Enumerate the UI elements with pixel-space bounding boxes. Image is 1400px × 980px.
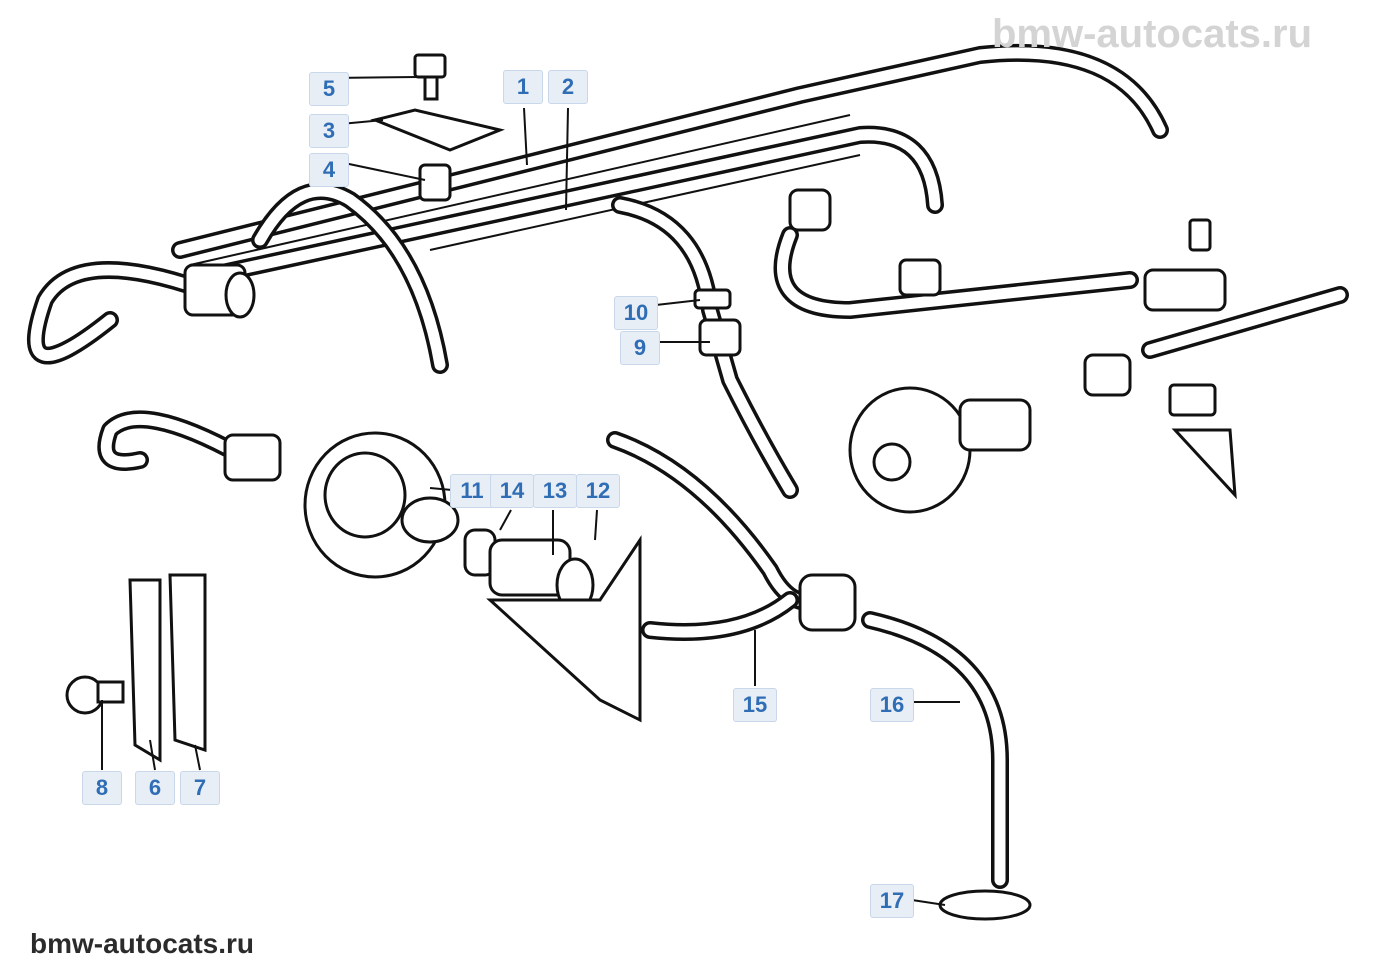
callout-9[interactable]: 9 bbox=[620, 331, 660, 365]
callout-5[interactable]: 5 bbox=[309, 72, 349, 106]
lower-left-hose bbox=[97, 410, 282, 482]
callout-2[interactable]: 2 bbox=[548, 70, 588, 104]
callout-6[interactable]: 6 bbox=[135, 771, 175, 805]
callout-3[interactable]: 3 bbox=[309, 114, 349, 148]
callout-1[interactable]: 1 bbox=[503, 70, 543, 104]
elbow-hose bbox=[861, 611, 1009, 889]
callout-8[interactable]: 8 bbox=[82, 771, 122, 805]
leader-lines bbox=[101, 76, 960, 906]
top-bolt-bracket bbox=[370, 53, 505, 202]
callout-4[interactable]: 4 bbox=[309, 153, 349, 187]
small-hose bbox=[611, 196, 799, 499]
callout-14[interactable]: 14 bbox=[490, 474, 534, 508]
mount-parts bbox=[65, 573, 207, 763]
callout-16[interactable]: 16 bbox=[870, 688, 914, 722]
long-pipe bbox=[171, 43, 1169, 289]
left-hose bbox=[27, 182, 449, 374]
left-valve bbox=[303, 431, 460, 579]
callout-12[interactable]: 12 bbox=[576, 474, 620, 508]
callout-15[interactable]: 15 bbox=[733, 688, 777, 722]
callout-17[interactable]: 17 bbox=[870, 884, 914, 918]
callout-11[interactable]: 11 bbox=[450, 474, 494, 508]
watermark-top: bmw-autocats.ru bbox=[992, 12, 1313, 56]
watermark-bottom: bmw-autocats.ru bbox=[30, 928, 255, 959]
y-pipe bbox=[606, 431, 857, 641]
bracket bbox=[486, 535, 642, 723]
callout-13[interactable]: 13 bbox=[533, 474, 577, 508]
clamp bbox=[938, 889, 1032, 921]
fittings-group bbox=[463, 528, 595, 613]
callout-10[interactable]: 10 bbox=[614, 296, 658, 330]
callout-7[interactable]: 7 bbox=[180, 771, 220, 805]
right-assembly bbox=[773, 188, 1349, 514]
